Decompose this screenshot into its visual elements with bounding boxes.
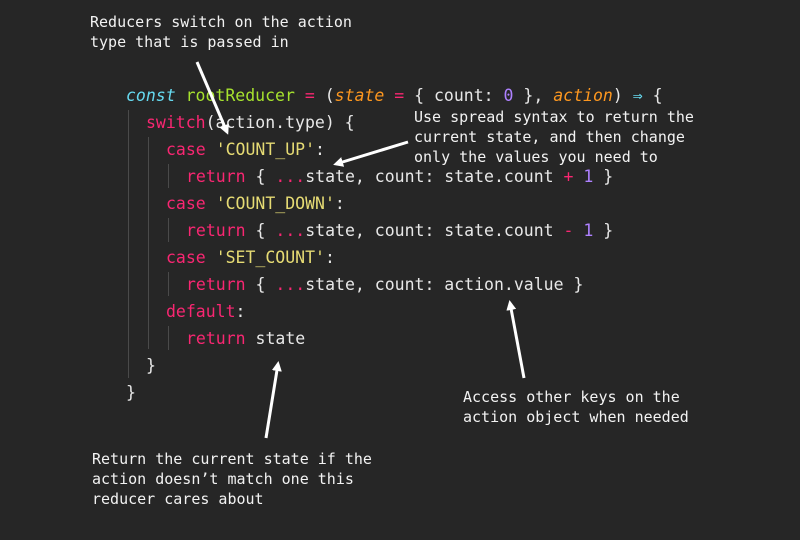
indent-guide [148,137,149,349]
arrow-to-switch [195,61,229,135]
action-keys-annotation: Access other keys on the action object w… [463,388,689,426]
arrow-to-action-value [506,300,526,379]
code-line-return-decrement: return { ...state, count: state.count - … [186,221,614,240]
indent-guide [128,110,129,378]
indent-guide [168,272,169,296]
indent-guide [168,218,169,242]
code-line-default: default: [166,302,246,321]
code-line-switch: switch(action.type) { [146,113,355,132]
spread-annotation: Use spread syntax to return the current … [414,108,694,166]
code-line-case-set-count: case 'SET_COUNT': [166,248,335,267]
code-line-return-increment: return { ...state, count: state.count + … [186,167,614,186]
indent-guide [168,326,169,350]
default-annotation: Return the current state if the action d… [92,450,372,508]
code-line-case-count-up: case 'COUNT_UP': [166,140,325,159]
code-line-close-function: } [126,383,136,402]
arrow-to-spread [333,140,409,167]
code-line-return-state: return state [186,329,306,348]
code-line-case-count-down: case 'COUNT_DOWN': [166,194,345,213]
switch-annotation: Reducers switch on the action type that … [90,13,352,51]
code-line-close-switch: } [146,356,156,375]
indent-guide [168,164,169,188]
arrow-to-return-state [264,361,282,439]
code-line-return-set: return { ...state, count: action.value } [186,275,584,294]
